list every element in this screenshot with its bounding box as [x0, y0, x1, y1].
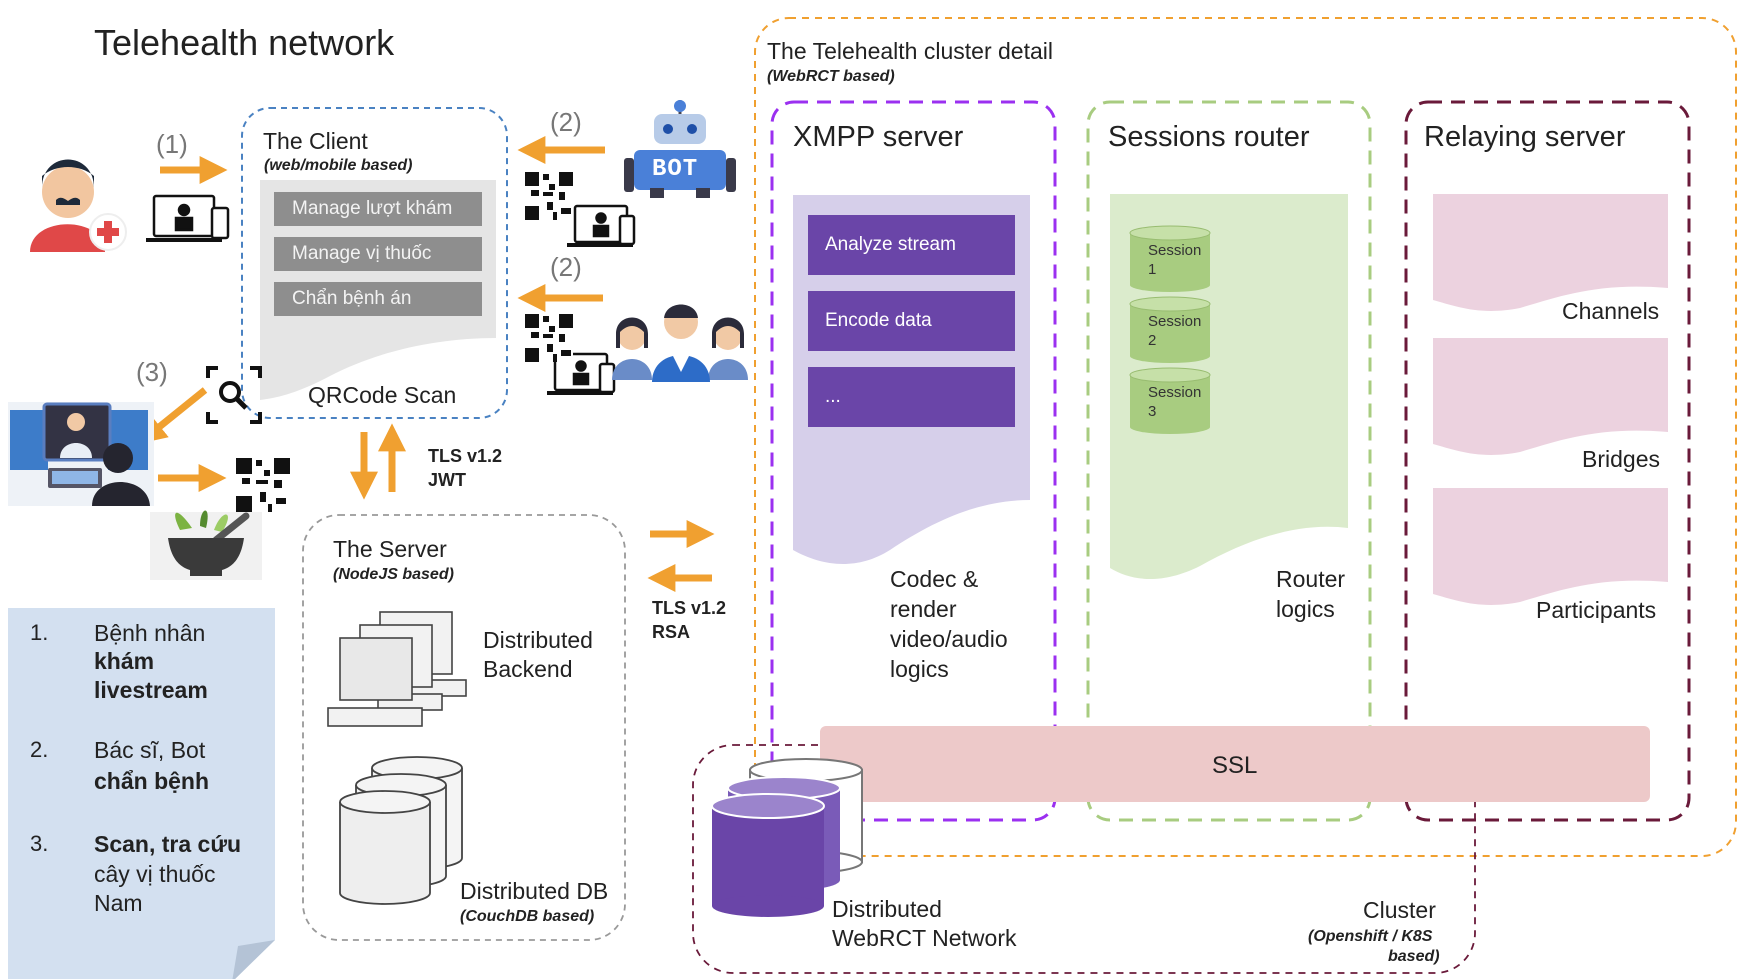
bot-robot-icon: [624, 100, 736, 198]
participants-label: Participants: [1536, 597, 1657, 623]
manage-visits-button[interactable]: Manage lượt khám: [274, 192, 482, 226]
qr-code-herb-icon: [236, 458, 290, 512]
manage-herbs-button[interactable]: Manage vị thuốc: [274, 237, 482, 271]
network-cylinders-icon: [711, 758, 863, 917]
cluster-detail-frame: [754, 17, 1737, 857]
router-caption-line2: logics: [1276, 596, 1335, 622]
legend-note-fold: [232, 940, 275, 979]
server-subtitle: (NodeJS based): [333, 566, 454, 583]
more-box: ...: [808, 367, 1015, 427]
db-cylinders-icon: [339, 756, 463, 905]
patient-icon: [30, 159, 127, 252]
tls-server-line1: TLS v1.2: [652, 598, 727, 618]
backend-computers-icon: [327, 611, 467, 727]
legend-3-line1: Scan, tra cứu: [94, 831, 242, 857]
herb-mortar-icon: [150, 510, 262, 580]
bot-label: BOT: [652, 156, 699, 183]
db-label: Distributed DB: [460, 878, 609, 904]
router-caption-line1: Router: [1276, 566, 1346, 592]
laptop-phone-icon-bot: [567, 204, 636, 247]
encode-data-box: Encode data: [808, 291, 1015, 351]
legend-note: [8, 608, 275, 979]
step-2-bot-label: (2): [550, 107, 582, 137]
tls-server-line2: RSA: [652, 622, 691, 642]
step-2-doctors-label: (2): [550, 252, 582, 282]
tls-client-line1: TLS v1.2: [428, 446, 503, 466]
channels-label: Channels: [1562, 298, 1660, 324]
legend-1-line3: livestream: [94, 677, 208, 703]
legend-2-line1: Bác sĩ, Bot: [94, 737, 206, 763]
ssl-bar: [820, 726, 1650, 802]
cluster-detail-subtitle: (WebRCT based): [767, 68, 895, 85]
laptop-phone-icon-patient: [146, 194, 230, 242]
session-cylinder-1: [1129, 225, 1211, 292]
xmpp-title: XMPP server: [793, 121, 964, 153]
relay-doc-participants: [1433, 488, 1668, 605]
qrcode-scan-label: QRCode Scan: [308, 382, 457, 408]
cluster-subtitle-line1: (Openshift / K8S: [1308, 928, 1433, 945]
xmpp-caption-line4: logics: [890, 656, 949, 682]
legend-3-line2: cây vị thuốc: [94, 861, 216, 887]
bridges-label: Bridges: [1582, 446, 1660, 472]
relay-frame: [1404, 100, 1691, 822]
legend-1-line2: khám: [94, 648, 155, 674]
xmpp-frame: [770, 100, 1057, 822]
xmpp-caption-line3: video/audio: [890, 626, 1008, 652]
analyze-stream-box: Analyze stream: [808, 215, 1015, 275]
legend-num-3: 3.: [30, 831, 49, 856]
video-call-person-icon: [8, 402, 154, 506]
scan-magnifier-icon: [206, 366, 262, 424]
session-cylinder-3: [1129, 367, 1211, 434]
network-label-line2: WebRCT Network: [832, 925, 1017, 951]
legend-3-line3: Nam: [94, 890, 143, 916]
tls-client-line2: JWT: [428, 470, 466, 490]
doctors-icon: [612, 304, 748, 382]
relay-doc-channels: [1433, 194, 1668, 311]
session-cylinder-2: [1129, 296, 1211, 363]
network-label-line1: Distributed: [832, 896, 942, 922]
router-title: Sessions router: [1108, 121, 1310, 153]
backend-label-line2: Backend: [483, 656, 573, 682]
relay-doc-bridges: [1433, 338, 1668, 455]
step-1-label: (1): [156, 129, 188, 159]
laptop-phone-icon-doctors: [547, 352, 616, 395]
router-frame: [1086, 100, 1372, 822]
db-subtitle: (CouchDB based): [460, 908, 595, 925]
legend-1-line1: Bệnh nhân: [94, 620, 206, 646]
xmpp-caption-line2: render: [890, 596, 957, 622]
cluster-subtitle-line2: based): [1388, 948, 1440, 965]
client-subtitle: (web/mobile based): [264, 157, 413, 174]
legend-num-2: 2.: [30, 737, 49, 762]
relay-title: Relaying server: [1424, 121, 1626, 153]
server-title: The Server: [333, 536, 447, 562]
server-frame: [302, 514, 626, 941]
xmpp-caption-line1: Codec &: [890, 566, 979, 592]
ssl-label: SSL: [1212, 752, 1258, 779]
arrow-step-3-scan: [138, 387, 208, 444]
client-frame: [241, 107, 508, 419]
legend-num-1: 1.: [30, 620, 49, 645]
page-title: Telehealth network: [94, 22, 395, 63]
backend-label-line1: Distributed: [483, 627, 593, 653]
diagnosis-record-button[interactable]: Chẩn bệnh án: [274, 282, 482, 316]
client-title: The Client: [263, 128, 368, 154]
cluster-detail-title: The Telehealth cluster detail: [767, 38, 1053, 64]
qr-code-bot-icon: [525, 172, 573, 220]
qr-code-doctors-icon: [525, 314, 573, 362]
legend-2-line2: chẩn bệnh: [94, 768, 210, 794]
cluster-title: Cluster: [1363, 897, 1436, 923]
step-3-label: (3): [136, 357, 168, 387]
